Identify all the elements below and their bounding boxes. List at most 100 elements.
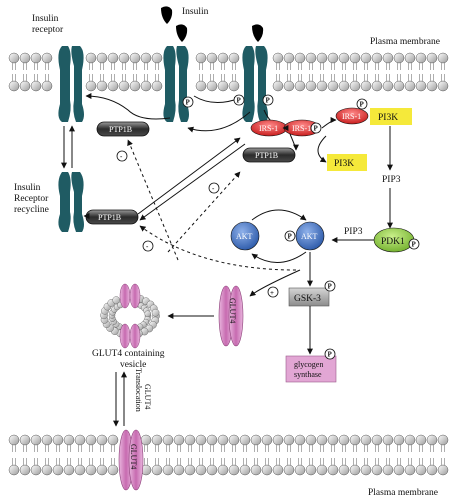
lipid-head — [239, 434, 251, 446]
svg-text:AKT: AKT — [236, 232, 253, 241]
lipid-head — [349, 52, 361, 64]
lipid-head — [206, 52, 218, 64]
insulin-molecule-2 — [176, 24, 188, 42]
lipid-head — [19, 464, 31, 476]
lipid-head — [52, 464, 64, 476]
svg-text:AKT: AKT — [301, 232, 318, 241]
lipid-head — [360, 434, 372, 446]
svg-text:P: P — [186, 99, 191, 107]
lipid-head — [327, 52, 339, 64]
lipid-head — [30, 52, 42, 64]
lipid-head — [217, 464, 229, 476]
arrow — [137, 137, 241, 215]
arrow — [139, 143, 246, 221]
arrow — [193, 95, 241, 103]
svg-text:P: P — [412, 241, 417, 249]
lipid-head — [338, 464, 350, 476]
vesicle-lipid — [112, 296, 121, 304]
lipid-head — [283, 434, 295, 446]
pip3-label: PIP3 — [344, 227, 363, 237]
lipid-head — [140, 52, 152, 64]
vesicle-lipid — [151, 308, 160, 317]
lipid-head — [349, 80, 361, 92]
lipid-head — [74, 464, 86, 476]
ptp1b-left: PTP1B — [85, 209, 139, 225]
vesicle-glut4 — [119, 283, 131, 309]
insulin-receptor-recycling — [58, 172, 84, 232]
plasma-membrane-bottom — [8, 434, 449, 476]
arrow — [187, 111, 251, 133]
lipid-head — [426, 80, 438, 92]
lipid-head — [261, 434, 273, 446]
svg-text:P: P — [237, 97, 242, 105]
lipid-head — [184, 434, 196, 446]
lipid-head — [261, 464, 273, 476]
lipid-head — [349, 464, 361, 476]
lipid-head — [415, 464, 427, 476]
insulin-label: Insulin — [182, 7, 209, 17]
lipid-head — [404, 434, 416, 446]
lipid-head — [30, 464, 42, 476]
lipid-head — [107, 464, 119, 476]
svg-text:-: - — [146, 243, 149, 251]
lipid-head — [294, 80, 306, 92]
lipid-head — [129, 52, 141, 64]
plasma-membrane-top — [8, 52, 449, 92]
lipid-head — [294, 434, 306, 446]
plus-sign: + — [267, 286, 279, 298]
svg-text:IRS-1: IRS-1 — [342, 112, 361, 121]
insulin-receptor-label: receptor — [32, 25, 64, 35]
pdk1: PDK1 — [373, 227, 415, 253]
lipid-head — [316, 52, 328, 64]
lipid-head — [250, 434, 262, 446]
lipid-head — [41, 52, 53, 64]
minus-sign: - — [208, 182, 220, 194]
lipid-head — [228, 52, 240, 64]
lipid-head — [338, 434, 350, 446]
glut4-vesicle-label: GLUT4 containing — [92, 349, 165, 359]
lipid-head — [327, 434, 339, 446]
svg-text:PI3K: PI3K — [334, 159, 354, 169]
insulin-receptor-label: Insulin — [32, 14, 59, 24]
lipid-head — [217, 80, 229, 92]
lipid-head — [63, 434, 75, 446]
lipid-head — [250, 464, 262, 476]
lipid-head — [96, 434, 108, 446]
lipid-head — [206, 80, 218, 92]
svg-text:PI3K: PI3K — [378, 113, 398, 123]
lipid-head — [294, 52, 306, 64]
lipid-head — [41, 434, 53, 446]
phospho-marker: P — [356, 98, 368, 110]
lipid-head — [217, 434, 229, 446]
pi3k-right: PI3K — [370, 108, 412, 125]
insulin-receptor-middle — [163, 46, 189, 122]
glut4-vesicle-label: vesicle — [120, 360, 146, 370]
lipid-head — [437, 434, 449, 446]
irs1-c: IRS-1 — [335, 107, 369, 125]
lipid-head — [41, 80, 53, 92]
vesicle-glut4 — [119, 323, 131, 349]
svg-text:-: - — [212, 185, 215, 193]
lipid-head — [415, 434, 427, 446]
lipid-head — [151, 464, 163, 476]
lipid-head — [173, 464, 185, 476]
akt-right: AKT — [295, 221, 325, 251]
lipid-head — [118, 80, 130, 92]
receptor-recycline-label: Receptor — [14, 194, 49, 204]
svg-text:GSK-3: GSK-3 — [294, 294, 321, 304]
lipid-head — [96, 52, 108, 64]
lipid-head — [19, 52, 31, 64]
lipid-head — [316, 80, 328, 92]
lipid-head — [404, 52, 416, 64]
lipid-head — [162, 464, 174, 476]
vesicle-lipid — [144, 310, 151, 317]
svg-text:P: P — [360, 101, 365, 109]
insulin-molecule-3 — [252, 24, 264, 42]
pi3k-lower: PI3K — [327, 154, 367, 171]
lipid-head — [404, 80, 416, 92]
gsk3: GSK-3 — [288, 287, 330, 307]
lipid-head — [360, 464, 372, 476]
lipid-head — [360, 80, 372, 92]
lipid-head — [206, 434, 218, 446]
